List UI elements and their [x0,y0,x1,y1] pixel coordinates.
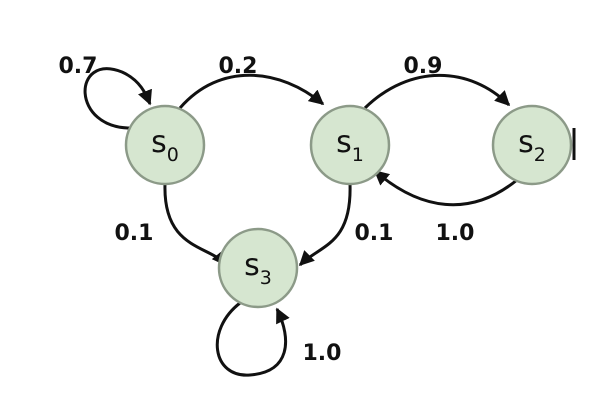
edge-weight-s1-s2: 0.9 [404,54,443,79]
node-s1: s1 [309,104,391,186]
node-s2-subscript: 2 [534,144,546,166]
edge-s2-s1 [373,169,518,207]
edge-s1-s2 [363,73,511,110]
node-s3-label: s [244,248,260,283]
node-s0-label: s [151,125,167,160]
svg-text:s3: s3 [244,248,272,289]
edge-s3-s3 [215,301,290,377]
edge-weight-s1-s3: 0.1 [355,221,394,246]
edge-weight-s0-s0: 0.7 [59,54,98,79]
svg-text:s2: s2 [518,125,546,166]
edge-s0-s3 [163,183,228,267]
node-s0-subscript: 0 [167,144,179,166]
edge-s0-s1 [178,73,325,109]
svg-text:s1: s1 [336,125,364,166]
edge-s1-s3 [298,183,352,267]
node-s3: s3 [217,227,299,309]
edge-weight-s0-s1: 0.2 [219,54,258,79]
edge-weight-s2-s1: 1.0 [436,221,475,246]
node-s2: s2 [491,104,573,186]
edge-s0-s0 [83,67,152,130]
node-s1-label: s [336,125,352,160]
node-s2-label: s [518,125,534,160]
edge-weight-s3-s3: 1.0 [303,341,342,366]
node-s1-subscript: 1 [352,144,364,166]
node-s0: s0 [124,104,206,186]
node-s3-subscript: 3 [260,267,272,289]
edge-weight-s0-s3: 0.1 [115,221,154,246]
svg-text:s0: s0 [151,125,179,166]
